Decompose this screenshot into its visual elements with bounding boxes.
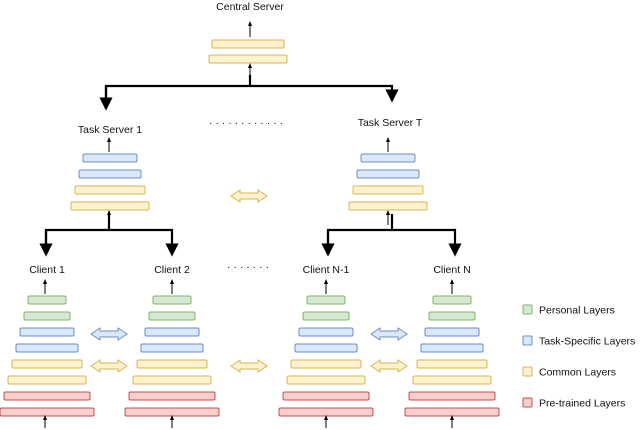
central-server-stack — [208, 39, 288, 64]
small-arrows — [43, 21, 454, 428]
client-2-pretrained-layer — [124, 407, 220, 417]
client-2-personal-layer — [148, 311, 196, 321]
connectors — [39, 75, 455, 254]
client-1-common-layer — [7, 375, 87, 385]
client-n-minus-1-common-layer — [290, 359, 362, 369]
legend-label: Personal Layers — [539, 305, 615, 317]
client-1-pretrained-layer — [3, 391, 91, 401]
client-2-task-layer — [140, 343, 204, 353]
task-server-t-label: Task Server T — [358, 117, 423, 129]
client-2-task-layer — [144, 327, 200, 337]
client-1-personal-layer — [23, 311, 71, 321]
client-n-pretrained-layer — [408, 391, 496, 401]
client-1-task-layer — [19, 327, 75, 337]
client-n-minus-1-label: Client N-1 — [303, 264, 350, 276]
central-server-label: Central Server — [216, 1, 284, 13]
client-n-minus-1-task-layer — [294, 343, 358, 353]
client-n-stack — [404, 295, 500, 417]
legend-swatch — [522, 397, 533, 408]
client-1-task-layer — [15, 343, 79, 353]
client-2-stack — [124, 295, 220, 417]
clients-ellipsis: · · · · · · · — [227, 261, 269, 273]
sync-double-arrows — [90, 189, 408, 373]
client-n-minus-1-personal-layer — [306, 295, 346, 305]
client-1-2-common-sync-arrow — [90, 359, 128, 373]
legend-swatch — [522, 366, 533, 377]
legend-label: Task-Specific Layers — [539, 336, 635, 348]
task-server-1-label: Task Server 1 — [78, 124, 142, 136]
client-2-pretrained-layer — [128, 391, 216, 401]
task-server-t-task-layer — [360, 153, 416, 163]
client-n-minus-1-pretrained-layer — [278, 407, 374, 417]
legend-item: Common Layers — [522, 366, 616, 379]
client-n1-n-common-sync-arrow — [370, 359, 408, 373]
task-server-t-common-layer — [348, 201, 428, 211]
legend-swatch — [522, 304, 533, 315]
client-n-minus-1-stack — [278, 295, 374, 417]
servers-ellipsis: · · · · · · · · · · · · — [209, 117, 283, 129]
client-n-personal-layer — [432, 295, 472, 305]
client-n-common-layer — [412, 375, 492, 385]
client-1-pretrained-layer — [0, 407, 95, 417]
client-2-common-layer — [136, 359, 208, 369]
client-2-n1-common-sync-arrow — [230, 359, 268, 373]
task-server-t-common-layer — [352, 185, 424, 195]
legend-label: Common Layers — [539, 367, 616, 379]
client-n-task-layer — [424, 327, 480, 337]
central-server-common-layer — [208, 54, 288, 64]
central-server-common-layer — [211, 39, 285, 49]
task-server-1-task-layer — [82, 153, 138, 163]
client-n-common-layer — [416, 359, 488, 369]
client-n-minus-1-pretrained-layer — [282, 391, 370, 401]
connector-taskT-to-clients — [326, 214, 455, 254]
client-n-minus-1-personal-layer — [302, 311, 350, 321]
legend-item: Pre-trained Layers — [522, 397, 625, 410]
client-2-label: Client 2 — [154, 264, 190, 276]
client-n-personal-layer — [428, 311, 476, 321]
task-server-t-task-layer — [356, 169, 420, 179]
task-server-1-common-layer — [74, 185, 146, 195]
client-2-common-layer — [132, 375, 212, 385]
task-server-1-stack — [70, 153, 150, 211]
client-n-minus-1-task-layer — [298, 327, 354, 337]
task-server-1-common-layer — [70, 201, 150, 211]
client-1-stack — [0, 295, 95, 417]
client-n-task-layer — [420, 343, 484, 353]
task-server-t-stack — [348, 153, 428, 211]
connector-central-to-task-servers — [104, 75, 392, 108]
legend-label: Pre-trained Layers — [539, 398, 625, 410]
client-1-label: Client 1 — [29, 264, 65, 276]
legend-item: Personal Layers — [522, 304, 615, 317]
task-server-1-task-layer — [78, 169, 142, 179]
task-servers-common-sync-arrow — [230, 189, 268, 203]
client-n-pretrained-layer — [404, 407, 500, 417]
legend-swatch — [522, 335, 533, 346]
layer-stacks — [0, 39, 500, 417]
client-n-label: Client N — [433, 264, 470, 276]
client-n1-n-task-sync-arrow — [370, 327, 408, 341]
client-n-minus-1-common-layer — [286, 375, 366, 385]
legend-item: Task-Specific Layers — [522, 335, 635, 348]
client-1-common-layer — [11, 359, 83, 369]
client-1-personal-layer — [27, 295, 67, 305]
client-2-personal-layer — [152, 295, 192, 305]
client-1-2-task-sync-arrow — [90, 327, 128, 341]
